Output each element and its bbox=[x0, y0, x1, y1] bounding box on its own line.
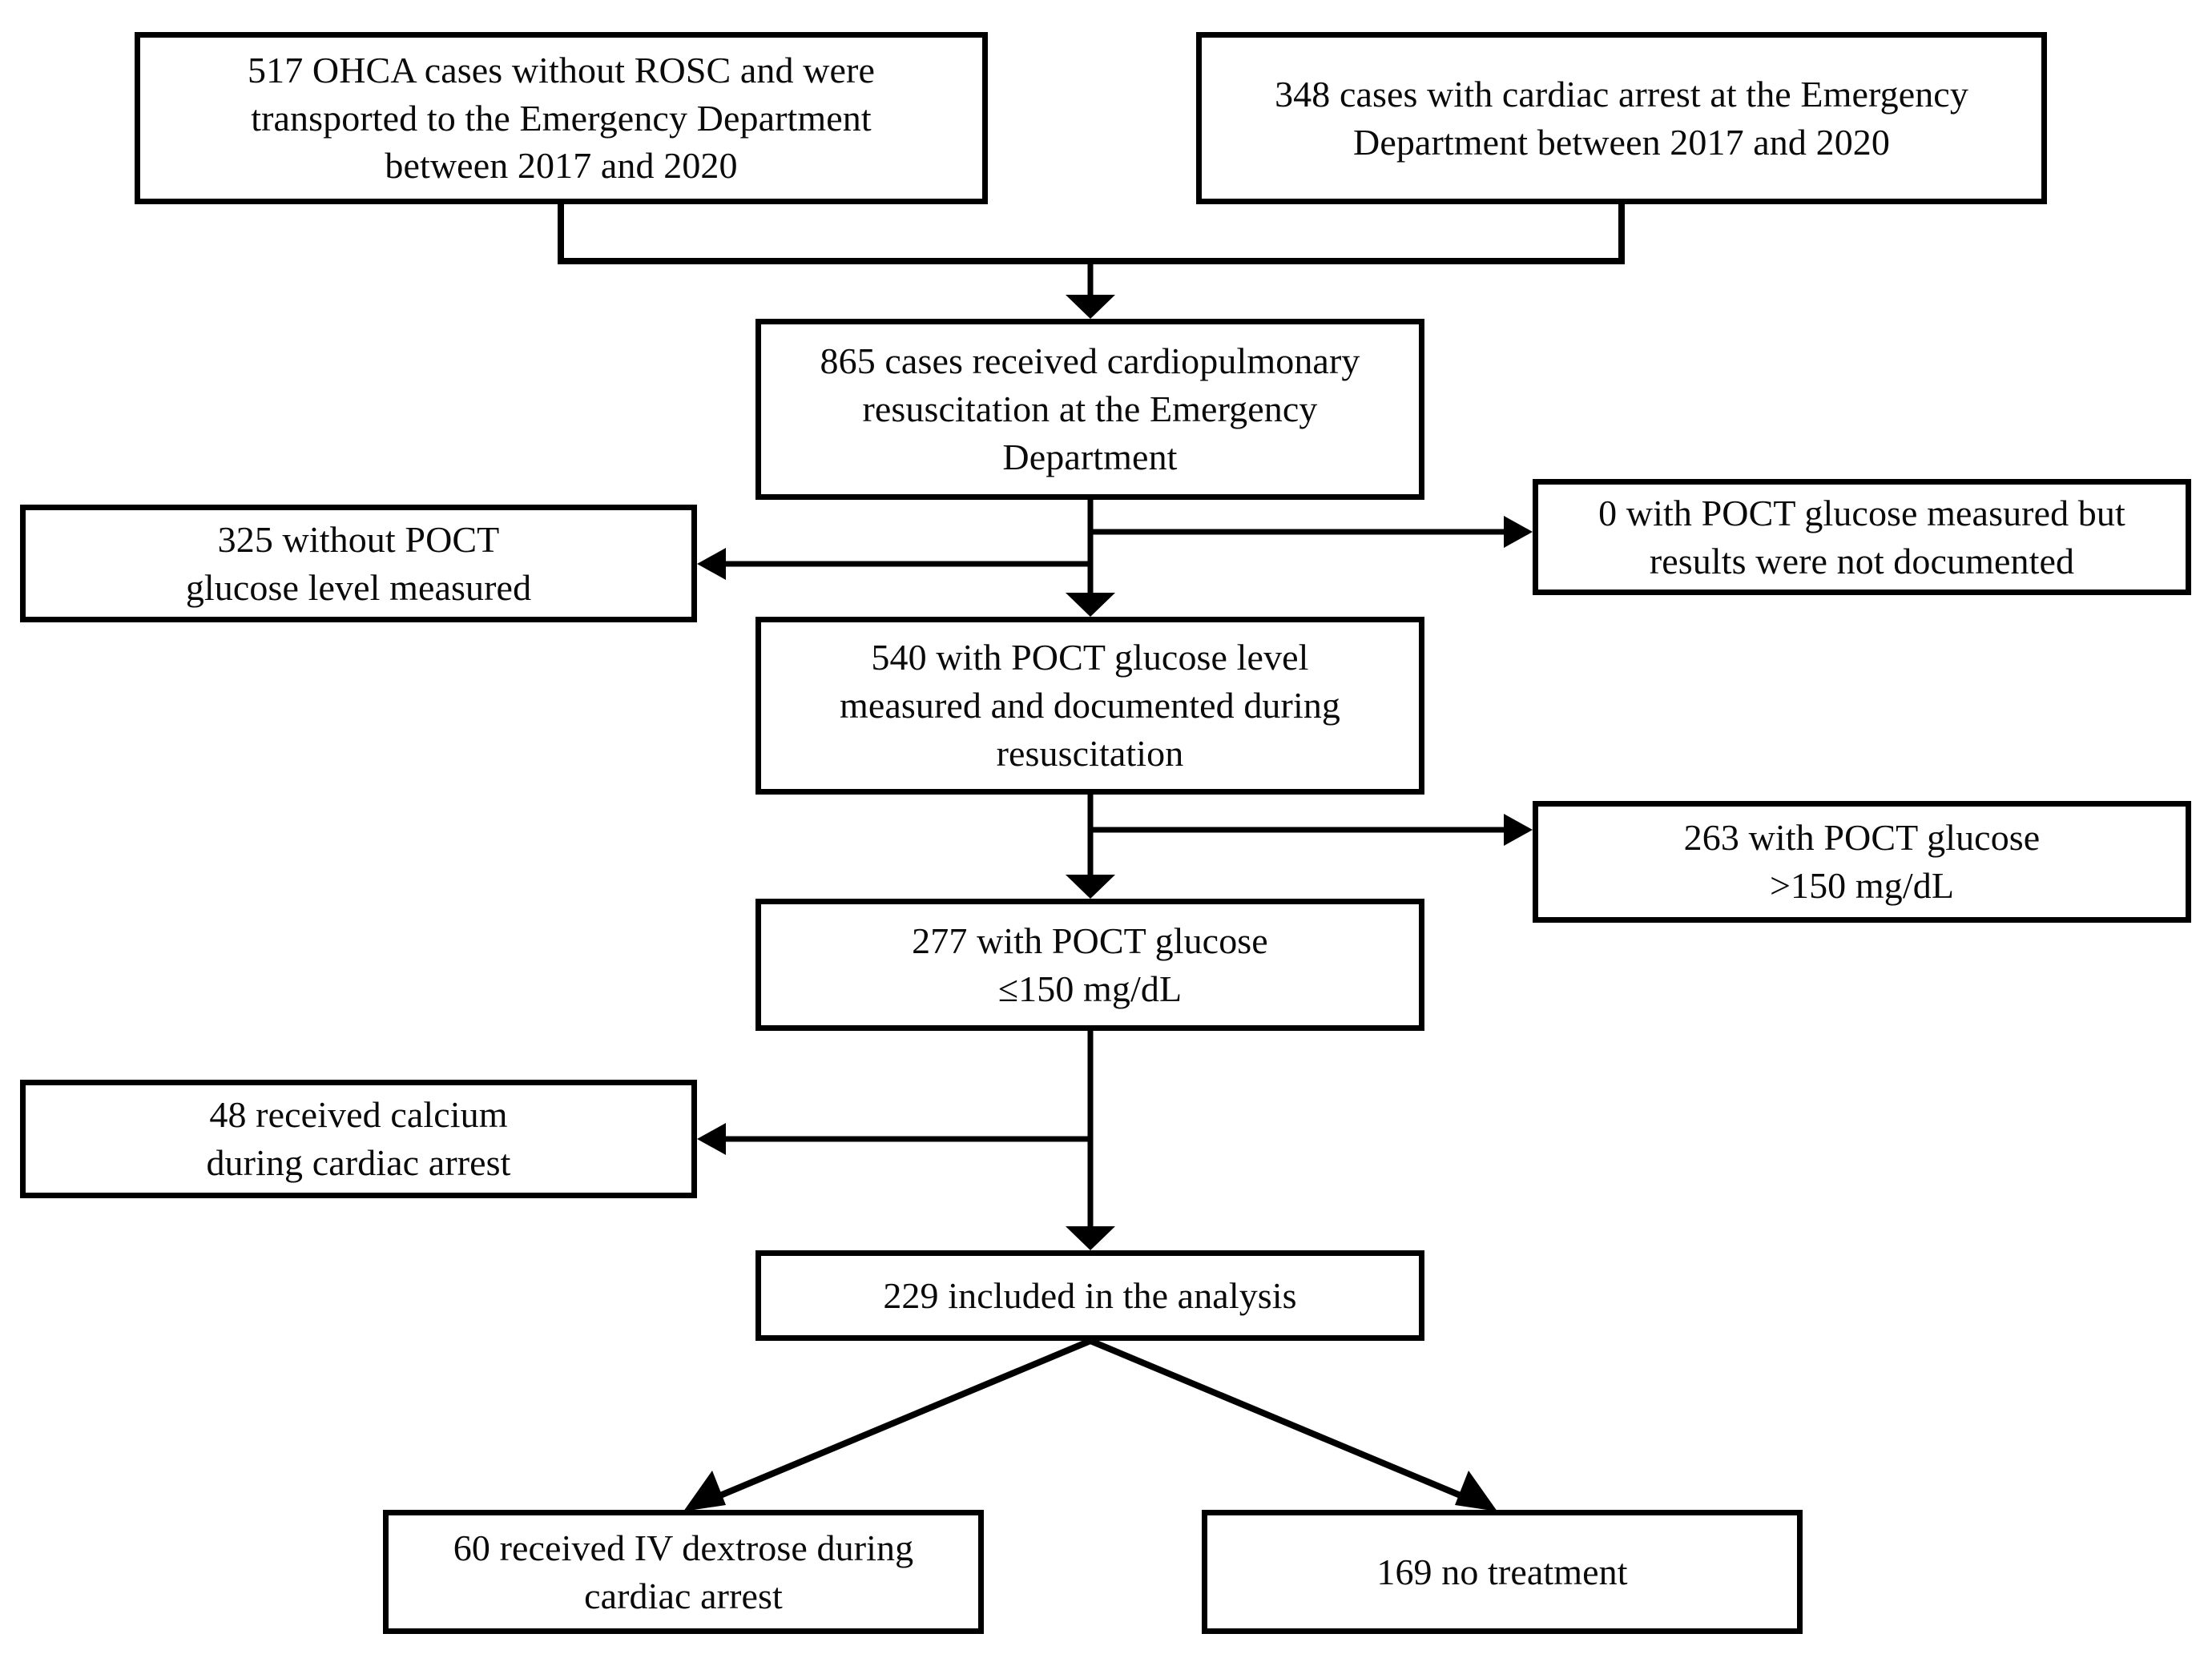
arrowhead-analysis-to-dextrose bbox=[683, 1471, 726, 1511]
node-combined-cpr: 865 cases received cardiopulmonary resus… bbox=[755, 319, 1424, 500]
node-arm-no-treatment-label: 169 no treatment bbox=[1376, 1551, 1628, 1592]
node-analysis-included: 229 included in the analysis bbox=[755, 1250, 1424, 1341]
arrowhead-low-glucose-to-calcium bbox=[697, 1123, 726, 1155]
node-excluded-not-documented: 0 with POCT glucose measured but results… bbox=[1533, 479, 2191, 595]
arrowhead-cpr-to-not-documented bbox=[1504, 516, 1533, 548]
node-source-ed-arrest: 348 cases with cardiac arrest at the Eme… bbox=[1196, 32, 2047, 204]
node-combined-cpr-label: 865 cases received cardiopulmonary resus… bbox=[820, 340, 1360, 477]
arrowhead-poct-to-low-glucose bbox=[1066, 875, 1115, 899]
connector-analysis-to-dextrose bbox=[703, 1338, 1092, 1505]
node-excluded-high-glucose-label: 263 with POCT glucose >150 mg/dL bbox=[1683, 817, 2041, 906]
node-poct-documented-label: 540 with POCT glucose level measured and… bbox=[839, 637, 1341, 774]
node-low-glucose: 277 with POCT glucose ≤150 mg/dL bbox=[755, 899, 1424, 1031]
node-analysis-included-label: 229 included in the analysis bbox=[883, 1274, 1297, 1316]
arrowhead-low-glucose-to-analysis bbox=[1066, 1226, 1115, 1250]
arrowhead-poct-to-high-glucose bbox=[1504, 814, 1533, 846]
node-arm-dextrose: 60 received IV dextrose during cardiac a… bbox=[383, 1510, 984, 1634]
node-poct-documented: 540 with POCT glucose level measured and… bbox=[755, 617, 1424, 795]
node-excluded-no-poct: 325 without POCT glucose level measured bbox=[20, 505, 697, 622]
node-excluded-high-glucose: 263 with POCT glucose >150 mg/dL bbox=[1533, 801, 2191, 923]
node-source-ohca: 517 OHCA cases without ROSC and were tra… bbox=[135, 32, 988, 204]
node-excluded-calcium: 48 received calcium during cardiac arres… bbox=[20, 1080, 697, 1198]
connector-analysis-to-no-treatment bbox=[1089, 1338, 1477, 1505]
node-arm-dextrose-label: 60 received IV dextrose during cardiac a… bbox=[453, 1527, 914, 1616]
node-source-ohca-label: 517 OHCA cases without ROSC and were tra… bbox=[248, 49, 875, 187]
arrowhead-cpr-to-no-poct bbox=[697, 548, 726, 580]
node-excluded-calcium-label: 48 received calcium during cardiac arres… bbox=[206, 1094, 511, 1183]
arrowhead-analysis-to-no-treatment bbox=[1455, 1471, 1497, 1511]
arrowhead-merge-to-cpr bbox=[1066, 295, 1115, 319]
node-excluded-no-poct-label: 325 without POCT glucose level measured bbox=[185, 518, 532, 608]
node-arm-no-treatment: 169 no treatment bbox=[1202, 1510, 1803, 1634]
node-excluded-not-documented-label: 0 with POCT glucose measured but results… bbox=[1598, 492, 2125, 582]
node-source-ed-arrest-label: 348 cases with cardiac arrest at the Eme… bbox=[1275, 73, 1968, 163]
arrowhead-cpr-to-poct-documented bbox=[1066, 593, 1115, 617]
node-low-glucose-label: 277 with POCT glucose ≤150 mg/dL bbox=[912, 920, 1268, 1009]
